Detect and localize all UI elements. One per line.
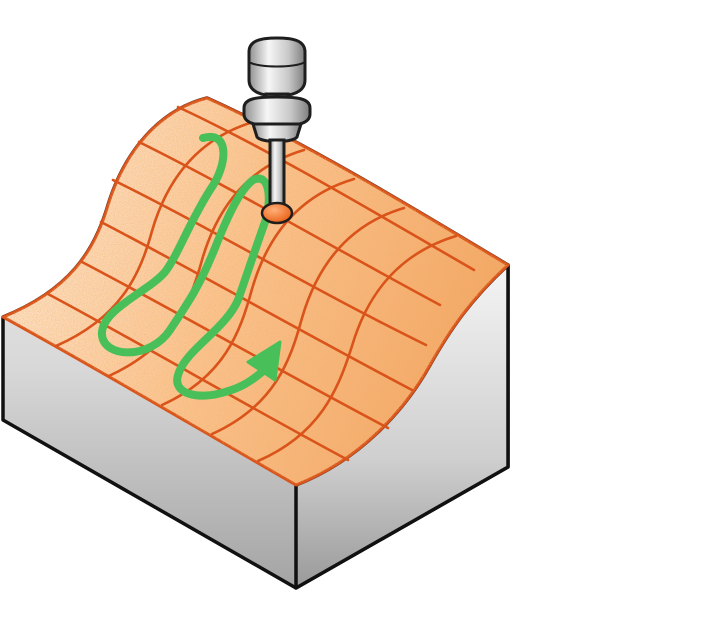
surface-texture: [3, 98, 508, 485]
probe-collar: [242, 95, 312, 128]
toolpath-line: [98, 132, 273, 400]
grid-line: [80, 260, 390, 430]
grid-line: [54, 120, 255, 348]
direction-arrow-icon: [246, 340, 282, 382]
scanning-toolpath: [98, 132, 282, 400]
grid-line: [46, 292, 350, 462]
grid-line: [99, 220, 414, 392]
grid-line: [111, 178, 428, 347]
grid-line: [176, 105, 476, 272]
probe-tip: [260, 201, 294, 225]
freeform-surface: [1, 96, 510, 487]
cmm-touch-probe-icon: [242, 36, 312, 225]
probe-stylus: [268, 138, 286, 208]
grid-line: [210, 206, 406, 436]
grid-line: [256, 234, 458, 463]
grid-line: [160, 177, 356, 407]
